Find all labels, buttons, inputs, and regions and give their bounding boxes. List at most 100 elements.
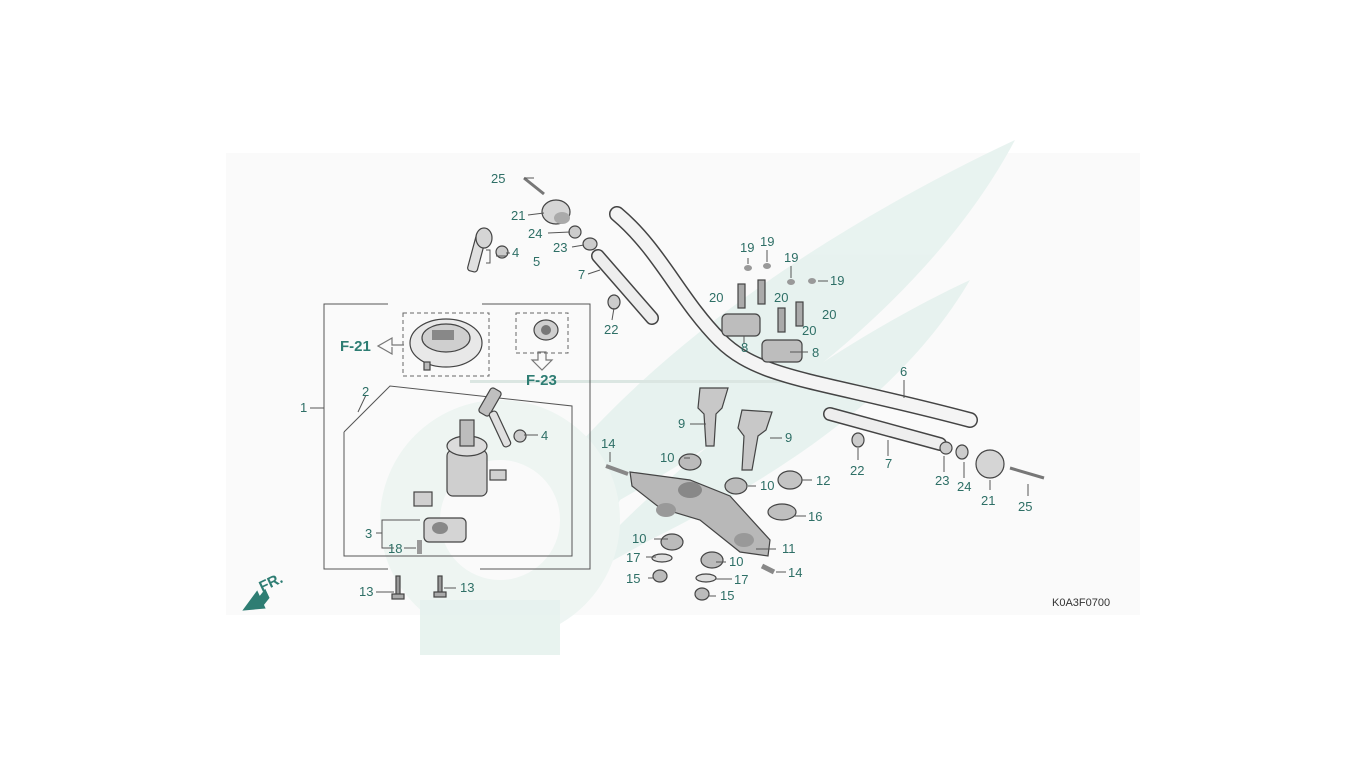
- callout-10c: 10: [632, 531, 646, 546]
- bolt-13b: [433, 575, 447, 598]
- callout-15b: 15: [720, 588, 734, 603]
- cap-16: [767, 503, 797, 521]
- callout-10d: 10: [729, 554, 743, 569]
- callout-9a: 9: [678, 416, 685, 431]
- washer-17b: [695, 573, 717, 583]
- bolt-20c: [777, 307, 786, 333]
- arrow-down-icon: [530, 351, 554, 371]
- collar-23a: [582, 237, 598, 251]
- seat-lock-ref-box: [515, 312, 569, 354]
- callout-25a: 25: [491, 171, 505, 186]
- bolt-14a: [605, 464, 629, 476]
- riser-9b: [737, 409, 773, 471]
- diagram-code: K0A3F0700: [1052, 597, 1110, 609]
- rubber-22a: [607, 294, 621, 310]
- collar-24a: [568, 225, 582, 239]
- callout-20a: 20: [709, 290, 723, 305]
- handlebar-6: [609, 206, 978, 428]
- grommet-4a: [495, 245, 509, 259]
- callout-2: 2: [362, 384, 369, 399]
- grommet-4b: [513, 429, 527, 443]
- washer-17a: [651, 553, 673, 563]
- callout-17b: 17: [734, 572, 748, 587]
- callout-8b: 8: [812, 345, 819, 360]
- weight-21b: [975, 449, 1005, 479]
- callout-22a: 22: [604, 322, 618, 337]
- holder-8b: [761, 339, 803, 363]
- callout-7a: 7: [578, 267, 585, 282]
- callout-11: 11: [782, 541, 796, 556]
- callout-24a: 24: [528, 226, 542, 241]
- nut-15b: [694, 587, 710, 601]
- top-bridge-11: [629, 471, 771, 557]
- key-5: [467, 227, 493, 273]
- callout-18: 18: [388, 541, 402, 556]
- bushing-10d: [700, 551, 724, 569]
- key-on-switch: [488, 410, 512, 448]
- callout-15a: 15: [626, 571, 640, 586]
- callout-21b: 21: [981, 493, 995, 508]
- bolt-20b: [757, 279, 766, 305]
- collar-24b: [955, 444, 969, 460]
- kit-outline-2: [343, 385, 573, 557]
- bolt-20a: [737, 283, 746, 309]
- callout-23b: 23: [935, 473, 949, 488]
- callout-4a: 4: [512, 245, 519, 260]
- nut-19a: [744, 265, 752, 271]
- callout-14b: 14: [788, 565, 802, 580]
- callout-19d: 19: [830, 273, 844, 288]
- bushing-10c: [660, 533, 684, 551]
- callout-20c: 20: [822, 307, 836, 322]
- nut-15a: [652, 569, 668, 583]
- front-arrow-icon: [242, 588, 270, 611]
- bolt-20d: [795, 301, 804, 327]
- riser-9a: [697, 387, 729, 447]
- bolt-25b: [1009, 466, 1045, 480]
- callout-labels: 1 2 3 4 4 5 6 7 7 8 8 9 9 10 10 10 10 11…: [300, 171, 1032, 603]
- callout-22b: 22: [850, 463, 864, 478]
- callout-19a: 19: [740, 240, 754, 255]
- callout-12: 12: [816, 473, 830, 488]
- callout-17a: 17: [626, 550, 640, 565]
- callout-13b: 13: [460, 580, 474, 595]
- bushing-10b: [724, 477, 748, 495]
- callout-10a: 10: [660, 450, 674, 465]
- nut-19d: [808, 278, 816, 284]
- nut-19b: [763, 263, 771, 269]
- key-cylinder-3: [423, 517, 467, 543]
- kit-outline-1: [310, 303, 591, 570]
- nut-19c: [787, 279, 795, 285]
- inner-weight-7a: [591, 249, 659, 325]
- callout-20b: 20: [774, 290, 788, 305]
- callout-23a: 23: [553, 240, 567, 255]
- callout-10b: 10: [760, 478, 774, 493]
- callout-21a: 21: [511, 208, 525, 223]
- holder-8a: [721, 313, 761, 337]
- callout-25b: 25: [1018, 499, 1032, 514]
- callout-19c: 19: [784, 250, 798, 265]
- callout-3: 3: [365, 526, 372, 541]
- bushing-10a: [678, 453, 702, 471]
- bolt-14b: [760, 563, 776, 575]
- rubber-22b: [851, 432, 865, 448]
- callout-20d: 20: [802, 323, 816, 338]
- reference-f21: F-21: [340, 338, 371, 355]
- fuel-cap: [409, 318, 483, 371]
- callout-6: 6: [900, 364, 907, 379]
- collar-12: [777, 470, 803, 490]
- collar-23b: [939, 441, 953, 455]
- callout-8a: 8: [741, 340, 748, 355]
- front-label: FR.: [257, 570, 286, 596]
- reference-f23: F-23: [526, 372, 557, 389]
- bolt-13a: [391, 575, 405, 600]
- inner-weight-7b: [823, 407, 947, 451]
- screw-18: [417, 540, 422, 554]
- callout-13a: 13: [359, 584, 373, 599]
- ignition-switch: [413, 387, 507, 507]
- callout-5: 5: [533, 254, 540, 269]
- arrow-left-icon: [376, 336, 404, 356]
- callout-9b: 9: [785, 430, 792, 445]
- seat-lock: [533, 319, 559, 341]
